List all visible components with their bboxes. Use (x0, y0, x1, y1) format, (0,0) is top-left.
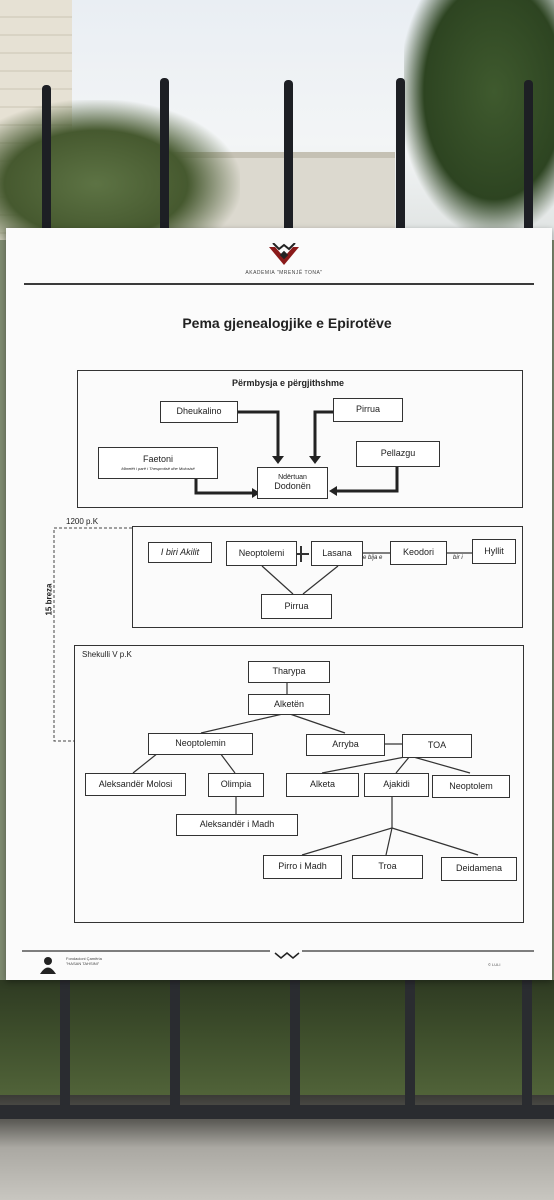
fence-spike (42, 85, 51, 235)
box-pellazgu-label: Pellazgu (380, 448, 416, 459)
foundation-portrait-icon (40, 957, 56, 974)
box-tharypa-label: Tharypa (272, 666, 306, 677)
box-troa-label: Troa (378, 861, 397, 872)
box-pirrua-middle-label: Pirrua (284, 600, 309, 611)
box-pellazgu: Pellazgu (356, 441, 440, 467)
box-faetoni-sub: Mbretët i parë i Thesprotisë dhe Molosis… (121, 465, 195, 471)
academy-logo (269, 243, 299, 265)
box-pirro-madh: Pirro i Madh (263, 855, 342, 879)
box-pirrua-top-label: Pirrua (355, 404, 380, 415)
box-pirro-madh-label: Pirro i Madh (278, 861, 327, 872)
box-toa-label: TOA (427, 740, 447, 751)
century-label: Shekulli V p.K (82, 650, 132, 659)
academy-name: AKADEMIA "MRENJË TONA" (245, 270, 323, 276)
box-biri-akilit-label: I biri Akilit (160, 546, 200, 557)
box-ajakidi-label: Ajakidi (383, 779, 410, 790)
box-alketen: Alketën (248, 694, 330, 715)
box-neoptolemi-label: Neoptolemi (238, 547, 285, 558)
box-arryba: Arryba (306, 734, 385, 756)
box-neoptolemin: Neoptolemin (148, 733, 253, 755)
box-neoptolemin-label: Neoptolemin (175, 738, 226, 749)
box-aleksander-madh: Aleksandër i Madh (176, 814, 298, 836)
box-dodona-line2: Dodonën (274, 480, 311, 491)
page-title: Pema gjenealogjike e Epirotëve (182, 315, 392, 331)
box-neoptolem-label: Neoptolem (449, 780, 493, 791)
header-rule (24, 283, 534, 285)
box-deidamena: Deidamena (441, 857, 517, 881)
box-hyllit-label: Hyllit (484, 545, 504, 556)
box-neoptolem: Neoptolem (432, 775, 510, 798)
fence-bar (170, 980, 180, 1115)
box-keodori: Keodori (390, 541, 447, 565)
generations-label: 15 breza (44, 583, 54, 616)
box-troa: Troa (352, 855, 423, 879)
year-label: 1200 p.K (66, 517, 99, 526)
shrub (0, 100, 240, 240)
box-olimpia-label: Olimpia (220, 779, 252, 790)
box-arryba-label: Arryba (332, 739, 359, 750)
foundation-line2: "HASAN TAHSINI" (66, 960, 100, 966)
box-alketa: Alketa (286, 773, 359, 797)
box-aleksander-molosi: Aleksandër Molosi (85, 773, 186, 796)
fence-bar (290, 980, 300, 1115)
box-ajakidi: Ajakidi (364, 773, 429, 797)
box-olimpia: Olimpia (208, 773, 264, 797)
box-lasana: Lasana (311, 541, 363, 566)
fence-spike (524, 80, 533, 238)
box-dodona: Ndërtuan Dodonën (257, 467, 328, 499)
box-faetoni: Faetoni Mbretët i parë i Thesprotisë dhe… (98, 447, 218, 479)
foliage (0, 980, 554, 1110)
fence-bar (405, 980, 415, 1115)
box-dheukalino: Dheukalino (160, 401, 238, 423)
fence-spike (396, 78, 405, 238)
author-credit: © LULI (488, 962, 501, 967)
box-alketa-label: Alketa (309, 779, 335, 790)
box-pirrua-middle: Pirrua (261, 594, 332, 619)
box-keodori-label: Keodori (402, 547, 435, 558)
box-alketen-label: Alketën (273, 698, 305, 709)
box-neoptolemi: Neoptolemi (226, 541, 297, 566)
box-lasana-label: Lasana (322, 547, 352, 558)
box-faetoni-label: Faetoni (142, 453, 174, 464)
box-aleksander-madh-label: Aleksandër i Madh (199, 819, 275, 830)
label-e-bija-e: e bija e (363, 555, 383, 561)
box-deidamena-label: Deidamena (455, 863, 503, 874)
box-toa: TOA (402, 734, 472, 758)
box-aleksander-molosi-label: Aleksandër Molosi (98, 778, 173, 789)
foundation-line1: Fondacioni Çamëria (66, 956, 102, 961)
overview-label: Përmbysja e përgjithshme (232, 378, 345, 388)
fence-bar (60, 980, 70, 1115)
label-bir-i: bir i (453, 555, 463, 561)
box-tharypa: Tharypa (248, 661, 330, 683)
box-dheukalino-label: Dheukalino (176, 406, 222, 417)
box-hyllit: Hyllit (472, 539, 516, 564)
fence-rail (0, 1105, 554, 1119)
box-pirrua-top: Pirrua (333, 398, 403, 422)
fence-spike (284, 80, 293, 238)
footer-chevron-mark (274, 952, 300, 959)
box-biri-akilit: I biri Akilit (148, 542, 212, 563)
box-dodona-line1: Ndërtuan (278, 474, 307, 482)
fence-bar (522, 980, 532, 1115)
foundation-name: Fondacioni Çamëria "HASAN TAHSINI" (66, 956, 102, 967)
fence-spike (160, 78, 169, 238)
